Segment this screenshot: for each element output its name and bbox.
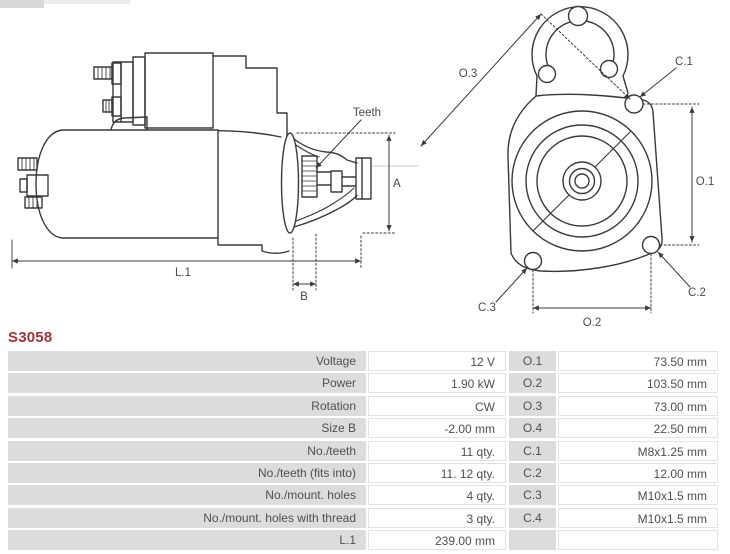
spec-label: No./teeth bbox=[8, 440, 366, 461]
spec-value: 12 V bbox=[368, 351, 506, 371]
spec-value: CW bbox=[368, 395, 506, 416]
drive-housing bbox=[212, 55, 372, 254]
spec-label: No./teeth (fits into) bbox=[8, 462, 366, 483]
bell-top-hole bbox=[567, 5, 589, 27]
bell-hole-left bbox=[537, 64, 557, 84]
page-artifact bbox=[44, 0, 130, 4]
solenoid-bracket bbox=[110, 116, 148, 131]
spec-row: Power 1.90 kW O.2 103.50 mm bbox=[8, 373, 718, 394]
spec-dim-value bbox=[558, 530, 718, 551]
dimension-label-o2: O.2 bbox=[583, 317, 602, 329]
spec-row: Rotation CW O.3 73.00 mm bbox=[8, 395, 718, 416]
bell-hole-right bbox=[599, 59, 619, 79]
spec-row: L.1 239.00 mm bbox=[8, 530, 718, 551]
dimension-b: B bbox=[292, 233, 317, 303]
front-view-drawing: O.3 C.1 O.1 C.2 O.2 C.3 bbox=[420, 5, 715, 329]
spec-row: No./teeth 11 qty. C.1 M8x1.25 mm bbox=[8, 440, 718, 461]
spec-dim-label: C.4 bbox=[509, 507, 556, 528]
callout-c2: C.2 bbox=[657, 251, 706, 299]
part-number-title: S3058 bbox=[8, 329, 53, 346]
spec-dim-label: O.4 bbox=[509, 418, 556, 439]
spec-dim-label: C.1 bbox=[509, 440, 556, 461]
callout-c3: C.3 bbox=[478, 267, 528, 314]
dimension-o2: O.2 bbox=[532, 253, 652, 329]
spec-dim-value: 73.00 mm bbox=[558, 395, 718, 416]
spec-dim-value: 103.50 mm bbox=[558, 373, 718, 394]
side-view-drawing: L.1 B A Teeth bbox=[11, 52, 419, 303]
teeth-callout: Teeth bbox=[315, 107, 381, 169]
thread-hatch bbox=[21, 157, 35, 171]
spec-label: No./mount. holes with thread bbox=[8, 507, 366, 528]
spec-value: 1.90 kW bbox=[368, 373, 506, 394]
teeth-label: Teeth bbox=[353, 107, 381, 119]
spec-dim-value: 12.00 mm bbox=[558, 462, 718, 483]
spec-dim-value: 22.50 mm bbox=[558, 418, 718, 439]
center-bore bbox=[511, 110, 653, 252]
spec-value: -2.00 mm bbox=[368, 418, 506, 439]
dimension-label-b: B bbox=[300, 291, 308, 303]
spec-value: 4 qty. bbox=[368, 485, 506, 506]
spec-row: No./teeth (fits into) 11. 12 qty. C.2 12… bbox=[8, 462, 718, 483]
spec-label: Power bbox=[8, 373, 366, 394]
spec-dim-label: O.1 bbox=[509, 351, 556, 371]
spec-label: Size B bbox=[8, 418, 366, 439]
dimension-l1: L.1 bbox=[11, 235, 362, 279]
page-artifact bbox=[0, 0, 44, 8]
shaft-nose bbox=[355, 157, 372, 200]
spec-dim-label: O.3 bbox=[509, 395, 556, 416]
spec-dim-label: O.2 bbox=[509, 373, 556, 394]
mount-hole-c1 bbox=[624, 94, 644, 114]
spec-row: Size B -2.00 mm O.4 22.50 mm bbox=[8, 418, 718, 439]
spec-label: Voltage bbox=[8, 351, 366, 371]
dimension-label-a: A bbox=[393, 178, 401, 190]
spec-dim-value: M8x1.25 mm bbox=[558, 440, 718, 461]
spec-dim-value: M10x1.5 mm bbox=[558, 485, 718, 506]
spec-dim-label: C.2 bbox=[509, 462, 556, 483]
thread-hatch bbox=[97, 66, 111, 80]
thread-hatch bbox=[28, 196, 38, 209]
shaft-and-nut bbox=[316, 170, 357, 193]
mount-hole-c2 bbox=[641, 235, 661, 255]
dimension-o1: O.1 bbox=[642, 103, 715, 246]
callout-label-c2: C.2 bbox=[688, 287, 706, 299]
spec-row: No./mount. holes 4 qty. C.3 M10x1.5 mm bbox=[8, 485, 718, 506]
dimension-label-o3: O.3 bbox=[459, 68, 478, 80]
callout-label-c3: C.3 bbox=[478, 302, 496, 314]
spec-value: 11 qty. bbox=[368, 440, 506, 461]
mounting-flange bbox=[507, 93, 663, 273]
spec-label: No./mount. holes bbox=[8, 485, 366, 506]
spec-value: 11. 12 qty. bbox=[368, 462, 506, 483]
spec-row: Voltage 12 V O.1 73.50 mm bbox=[8, 351, 718, 371]
spec-dim-value: 73.50 mm bbox=[558, 351, 718, 371]
dimension-label-l1: L.1 bbox=[175, 267, 191, 279]
thread-hatch bbox=[105, 99, 110, 113]
spec-value: 3 qty. bbox=[368, 507, 506, 528]
dimension-label-o1: O.1 bbox=[696, 176, 715, 188]
spec-dim-label: C.3 bbox=[509, 485, 556, 506]
spec-row: No./mount. holes with thread 3 qty. C.4 … bbox=[8, 507, 718, 528]
solenoid bbox=[93, 52, 214, 131]
callout-c1: C.1 bbox=[639, 56, 693, 98]
mount-hole-c3 bbox=[523, 251, 543, 271]
spec-dim-value: M10x1.5 mm bbox=[558, 507, 718, 528]
dimension-o3: O.3 bbox=[420, 13, 631, 147]
bell-housing bbox=[531, 5, 629, 97]
pinion-teeth bbox=[301, 155, 318, 198]
spec-label: L.1 bbox=[8, 530, 366, 551]
specs-table: Voltage 12 V O.1 73.50 mm Power 1.90 kW … bbox=[8, 351, 718, 553]
dimension-a: A bbox=[296, 132, 401, 234]
motor-body bbox=[17, 129, 219, 239]
spec-dim-label bbox=[509, 530, 556, 551]
callout-label-c1: C.1 bbox=[675, 56, 693, 68]
spec-label: Rotation bbox=[8, 395, 366, 416]
spec-value: 239.00 mm bbox=[368, 530, 506, 551]
